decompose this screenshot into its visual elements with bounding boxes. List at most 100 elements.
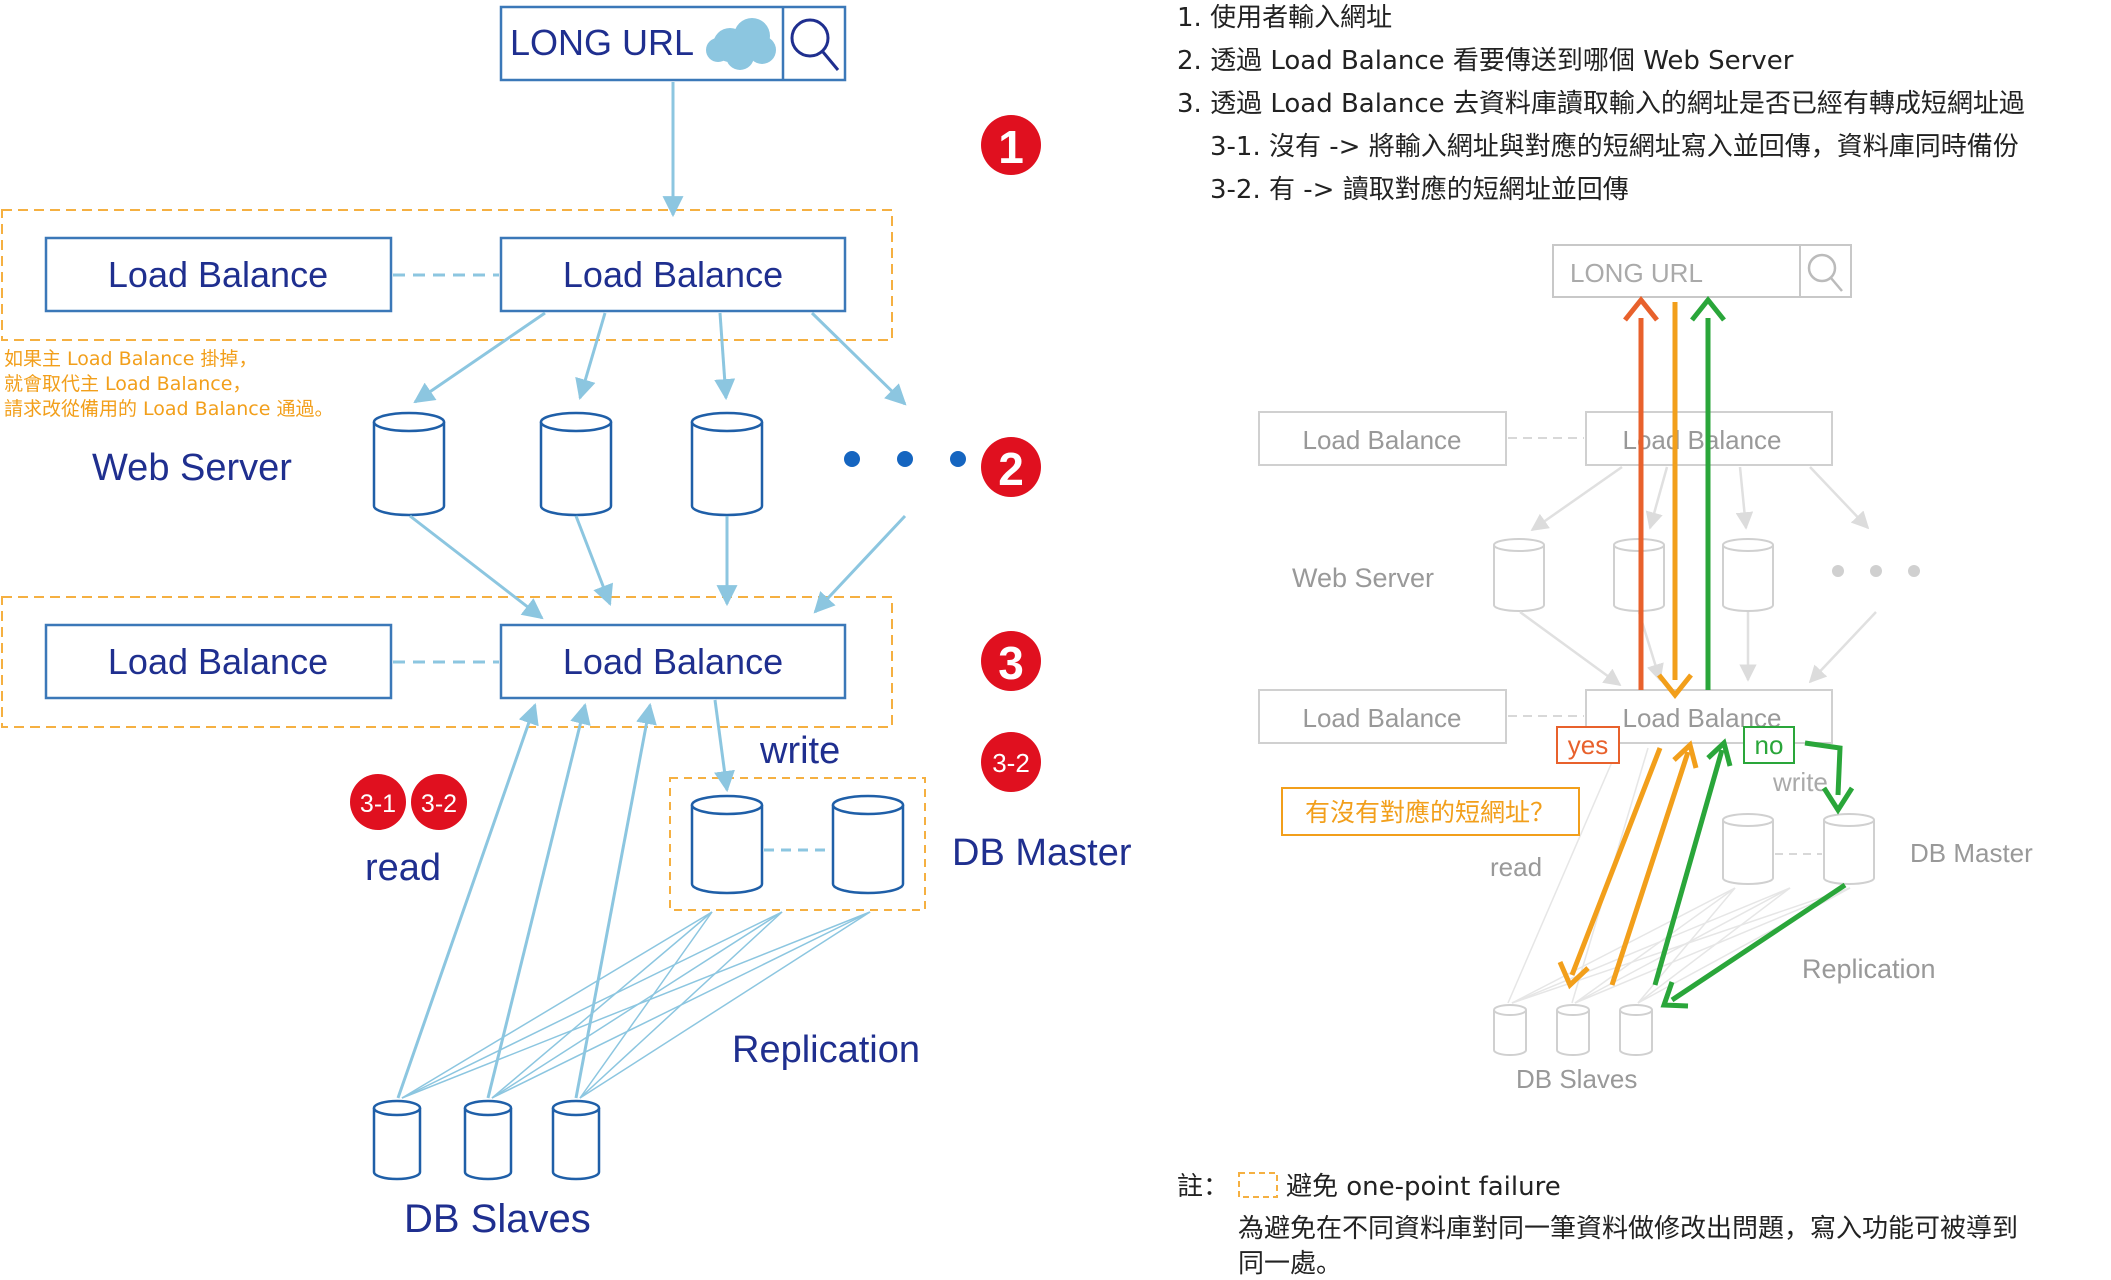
- right-arrow-lb-ws2: [1645, 466, 1669, 530]
- note-line3: 同一處。: [1238, 1249, 1342, 1279]
- failover-note-line1: 如果主 Load Balance 掛掉，: [4, 348, 257, 370]
- step-badge-3-2-read: 3-2: [411, 774, 467, 830]
- replication-label: Replication: [732, 1029, 920, 1071]
- right-search-text: LONG URL: [1570, 258, 1703, 288]
- right-lb-mid-left-box: [1258, 689, 1507, 744]
- ellipsis-dots: [844, 451, 966, 467]
- right-db-slave-1: [1493, 1004, 1527, 1056]
- right-arrow-lb-ws4: [1809, 466, 1870, 530]
- yes-box: [1556, 726, 1620, 764]
- lb-mid-right-box: [499, 623, 847, 700]
- replication-line-7: [401, 911, 871, 1099]
- right-replication-label: Replication: [1802, 954, 1936, 984]
- right-search-icon: [1807, 253, 1843, 292]
- db-slave-1: [372, 1099, 422, 1181]
- note-line1: 避免 one-point failure: [1286, 1172, 1561, 1202]
- question-label: 有沒有對應的短網址？: [1305, 798, 1555, 827]
- right-db-slaves-label: DB Slaves: [1516, 1064, 1637, 1094]
- right-lb-top-right-label: Load Balance: [1622, 425, 1781, 455]
- arrow-ws1-lb: [409, 514, 544, 620]
- svg-text:3-1: 3-1: [360, 790, 396, 818]
- right-write-label: write: [1772, 767, 1828, 797]
- lb-mid-left-box: [44, 623, 393, 700]
- arrow-write: [713, 699, 735, 793]
- lb-top-left-box: [44, 236, 393, 313]
- replication-line-8: [491, 911, 871, 1099]
- step-3: 3. 透過 Load Balance 去資料庫讀取輸入的網址是否已經有轉成短網址…: [1177, 89, 2025, 119]
- arrow-lb-ws2: [575, 312, 607, 401]
- right-db-slave-2: [1556, 1004, 1590, 1056]
- right-arrow-lb-ws3: [1735, 466, 1754, 530]
- right-db-master-label: DB Master: [1910, 838, 2033, 868]
- note-line2: 為避免在不同資料庫對同一筆資料做修改出問題，寫入功能可被導到: [1238, 1214, 2018, 1244]
- svg-text:3-2: 3-2: [992, 748, 1030, 778]
- flow-orange-to-slaves-head: [1557, 961, 1590, 990]
- db-master-group: [669, 777, 926, 911]
- flow-orange-red-up-head: [1623, 295, 1659, 322]
- db-master-2: [831, 794, 905, 895]
- right-arrow-ws1-lb: [1519, 610, 1622, 687]
- right-read-label: read: [1490, 852, 1542, 882]
- long-url-search-box[interactable]: LONG URL: [499, 5, 847, 82]
- cloud-icon: [706, 18, 776, 70]
- failover-note-line3: 請求改從備用的 Load Balance 通過。: [4, 398, 333, 420]
- right-search-box[interactable]: LONG URL: [1552, 244, 1852, 298]
- arrow-lb-ws4: [810, 311, 907, 406]
- right-lb-top-left-box: [1258, 411, 1507, 466]
- web-server-db-3: [690, 411, 764, 517]
- lb-top-left-label: Load Balance: [108, 254, 328, 295]
- right-lb-top-left-label: Load Balance: [1302, 425, 1461, 455]
- note-prefix: 註：: [1177, 1172, 1229, 1202]
- write-label: write: [759, 730, 840, 772]
- flow-green-write: [1804, 740, 1843, 796]
- right-web-server-db-3: [1722, 538, 1774, 612]
- right-db-master-2: [1823, 813, 1875, 885]
- db-slaves-label: DB Slaves: [404, 1197, 591, 1241]
- search-text: LONG URL: [510, 22, 694, 63]
- right-db-slave-3: [1619, 1004, 1653, 1056]
- step-badge-2: 2: [981, 437, 1041, 497]
- no-label: no: [1755, 730, 1784, 760]
- svg-text:1: 1: [998, 121, 1024, 173]
- flow-orange-from-slaves: [1609, 751, 1691, 986]
- lb-top-right-box: [499, 236, 847, 313]
- web-server-db-1: [372, 411, 446, 517]
- right-arrow-ws4-lb: [1808, 611, 1877, 684]
- step-3-1: 3-1. 沒有 -> 將輸入網址與對應的短網址寫入並回傳，資料庫同時備份: [1210, 132, 2019, 162]
- flow-green-replication-head: [1660, 981, 1689, 1009]
- arrow-ws2-lb: [574, 515, 613, 606]
- search-icon: [790, 18, 840, 71]
- db-master-label: DB Master: [952, 832, 1132, 874]
- step-1: 1. 使用者輸入網址: [1177, 3, 1392, 33]
- flow-orange-down-head: [1657, 673, 1693, 700]
- yes-label: yes: [1568, 730, 1608, 760]
- flow-green-replication: [1670, 882, 1847, 1003]
- lb-mid-left-label: Load Balance: [108, 641, 328, 682]
- failover-note-line2: 就會取代主 Load Balance，: [4, 373, 251, 395]
- step-badge-1: 1: [981, 115, 1041, 175]
- svg-text:3-2: 3-2: [421, 790, 457, 818]
- right-web-server-db-1: [1493, 538, 1545, 612]
- flow-orange-from-slaves-head: [1672, 740, 1699, 769]
- svg-text:2: 2: [998, 443, 1024, 495]
- step-badge-3-2-master: 3-2: [981, 732, 1041, 792]
- arrow-lb-ws1: [413, 311, 546, 404]
- web-server-label: Web Server: [92, 447, 292, 489]
- step-2: 2. 透過 Load Balance 看要傳送到哪個 Web Server: [1177, 46, 1794, 76]
- flow-orange-to-slaves: [1569, 747, 1663, 976]
- arrow-read-2: [486, 702, 591, 1099]
- web-server-db-2: [539, 411, 613, 517]
- right-arrow-lb-ws1: [1530, 465, 1623, 532]
- replication-line-1: [401, 911, 713, 1099]
- step-badge-3: 3: [981, 631, 1041, 691]
- db-slave-2: [463, 1099, 513, 1181]
- flow-green-from-slaves-head: [1706, 738, 1733, 767]
- ha-group-top: [1, 209, 893, 341]
- read-label: read: [365, 847, 441, 889]
- arrow-read-3: [574, 702, 657, 1099]
- db-slave-3: [551, 1099, 601, 1181]
- no-box: [1743, 726, 1795, 764]
- note-dashed-legend: [1238, 1172, 1278, 1198]
